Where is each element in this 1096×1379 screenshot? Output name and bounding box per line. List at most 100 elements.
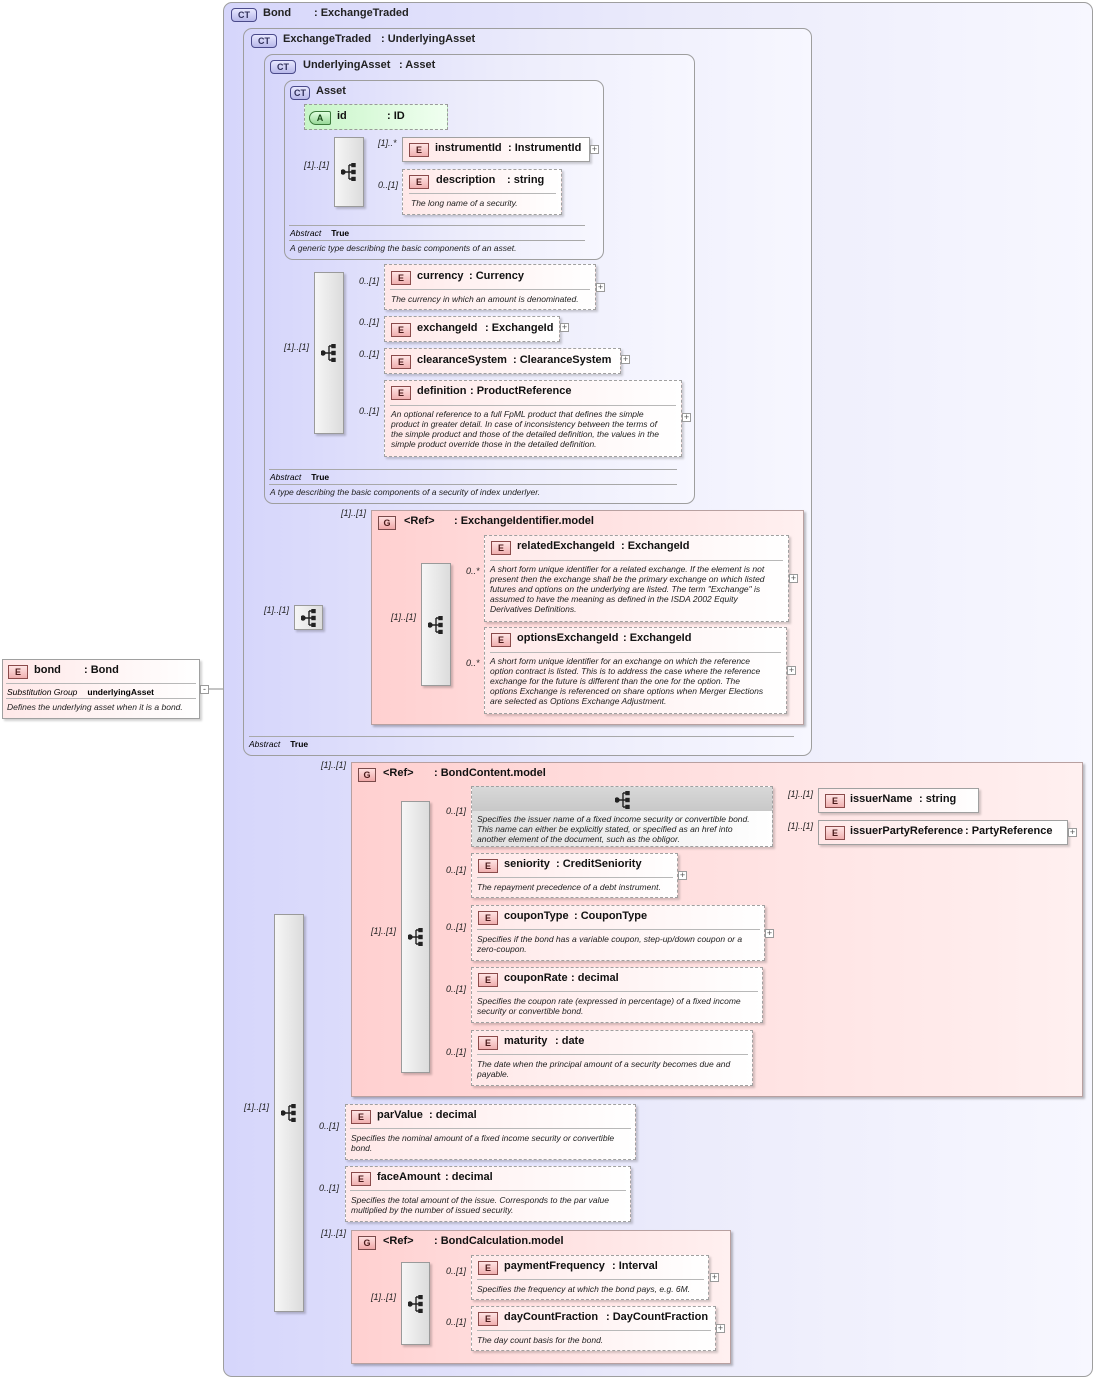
ct-badge: CT — [270, 60, 296, 74]
element-type: : PartyReference — [965, 825, 1053, 837]
element-doc: Specifies the nominal amount of a fixed … — [351, 1133, 615, 1153]
element-badge: E — [491, 633, 511, 647]
element-name: issuerPartyReference — [850, 825, 964, 837]
separator — [477, 991, 758, 992]
element-name: maturity — [504, 1035, 548, 1047]
element-type: : decimal — [429, 1109, 477, 1121]
expand-icon[interactable]: + — [1068, 827, 1077, 837]
bond-content-sequence[interactable] — [401, 801, 430, 1073]
exchange-identifier-sequence[interactable] — [421, 563, 451, 686]
maturity-element[interactable]: E maturity : date The date when the prin… — [471, 1030, 753, 1086]
expand-icon[interactable]: + — [787, 665, 796, 675]
expand-icon[interactable]: + — [789, 573, 798, 583]
element-name: seniority — [504, 858, 550, 870]
expand-icon[interactable]: + — [596, 282, 605, 292]
asset-doc: A generic type describing the basic comp… — [290, 243, 517, 253]
cardinality: [1]..[1] — [341, 508, 367, 518]
sequence-icon — [341, 163, 356, 181]
par-value-element[interactable]: E parValue : decimal Specifies the nomin… — [345, 1104, 636, 1160]
expand-icon[interactable]: + — [678, 870, 687, 880]
element-name: currency — [417, 270, 464, 282]
group-badge: G — [358, 768, 376, 782]
element-badge: E — [478, 911, 498, 925]
cardinality: [1]..[1] — [244, 1102, 270, 1112]
element-name: relatedExchangeId — [517, 540, 615, 552]
exchange-traded-sequence[interactable] — [294, 605, 323, 630]
element-badge: E — [409, 143, 429, 157]
related-exchange-id-element[interactable]: E relatedExchangeId : ExchangeId A short… — [484, 535, 789, 622]
asset-sequence[interactable] — [334, 137, 364, 207]
element-badge: E — [391, 386, 411, 400]
cardinality: 0..[1] — [378, 180, 399, 190]
element-doc: A short form unique identifier for a rel… — [490, 564, 765, 614]
sequence-icon — [300, 608, 316, 627]
element-doc: Specifies the frequency at which the bon… — [477, 1284, 691, 1294]
element-name: couponRate — [504, 972, 568, 984]
separator — [390, 405, 676, 406]
seniority-element[interactable]: E seniority : CreditSeniority The repaym… — [471, 853, 678, 898]
payment-frequency-element[interactable]: E paymentFrequency : Interval Specifies … — [471, 1255, 709, 1300]
element-doc: Defines the underlying asset when it is … — [7, 702, 183, 712]
issuer-choice[interactable]: Specifies the issuer name of a fixed inc… — [471, 786, 773, 847]
day-count-fraction-element[interactable]: E dayCountFraction : DayCountFraction Th… — [471, 1306, 716, 1351]
separator — [490, 560, 783, 561]
separator — [289, 225, 585, 226]
face-amount-element[interactable]: E faceAmount : decimal Specifies the tot… — [345, 1166, 631, 1222]
expand-icon[interactable]: + — [560, 322, 569, 332]
options-exchange-id-element[interactable]: E optionsExchangeId : ExchangeId A short… — [484, 627, 787, 714]
expand-icon[interactable]: + — [590, 144, 599, 154]
element-name: couponType — [504, 910, 569, 922]
element-name: paymentFrequency — [504, 1260, 605, 1272]
sequence-icon — [281, 1104, 296, 1122]
cardinality: 0..* — [466, 566, 480, 576]
coupon-rate-element[interactable]: E couponRate : decimal Specifies the cou… — [471, 967, 763, 1023]
id-attribute[interactable]: A id : ID — [304, 104, 448, 130]
expand-icon[interactable]: + — [710, 1272, 719, 1282]
issuer-name-element[interactable]: E issuerName : string — [818, 788, 979, 813]
expand-icon[interactable]: + — [765, 928, 774, 938]
cardinality: [1]..[1] — [321, 760, 347, 770]
expand-icon[interactable]: + — [621, 354, 630, 364]
instrument-id-element[interactable]: E instrumentId : InstrumentId — [402, 137, 590, 162]
separator — [6, 683, 196, 684]
separator — [269, 469, 677, 470]
coupon-type-element[interactable]: E couponType : CouponType Specifies if t… — [471, 905, 765, 961]
group-badge: G — [378, 516, 396, 530]
group-name: : ExchangeIdentifier.model — [454, 515, 594, 527]
element-type: : ExchangeId — [621, 540, 690, 552]
bond-calculation-sequence[interactable] — [401, 1262, 430, 1345]
element-badge: E — [409, 175, 429, 189]
cardinality: 0..[1] — [446, 1317, 467, 1327]
element-type: : InstrumentId — [508, 142, 582, 154]
separator — [350, 1190, 626, 1191]
separator — [289, 240, 585, 241]
underlying-asset-sequence[interactable] — [314, 272, 344, 434]
group-name: : BondContent.model — [434, 767, 546, 779]
element-name: definition — [417, 385, 467, 397]
cardinality: [1]..[1] — [788, 789, 814, 799]
element-type: : string — [507, 174, 545, 186]
element-type: : Interval — [612, 1260, 658, 1272]
element-doc: The currency in which an amount is denom… — [391, 294, 579, 304]
definition-element[interactable]: E definition : ProductReference An optio… — [384, 380, 682, 457]
expand-icon[interactable]: + — [716, 1323, 725, 1333]
issuer-party-reference-element[interactable]: E issuerPartyReference : PartyReference — [818, 820, 1068, 845]
collapse-icon[interactable]: - — [200, 685, 209, 694]
description-element[interactable]: E description : string The long name of … — [402, 169, 562, 215]
element-type: : CreditSeniority — [556, 858, 642, 870]
expand-icon[interactable]: + — [682, 412, 691, 422]
element-badge: E — [478, 859, 498, 873]
group-ref: <Ref> — [383, 1235, 414, 1247]
element-badge: E — [478, 1312, 498, 1326]
element-badge: E — [351, 1110, 371, 1124]
exchange-id-element[interactable]: E exchangeId : ExchangeId — [384, 316, 560, 342]
underlying-asset-type: : Asset — [399, 59, 436, 71]
element-type: : DayCountFraction — [606, 1311, 709, 1323]
currency-element[interactable]: E currency : Currency The currency in wh… — [384, 264, 596, 310]
bond-sequence[interactable] — [274, 914, 304, 1312]
clearance-system-element[interactable]: E clearanceSystem : ClearanceSystem — [384, 348, 621, 374]
